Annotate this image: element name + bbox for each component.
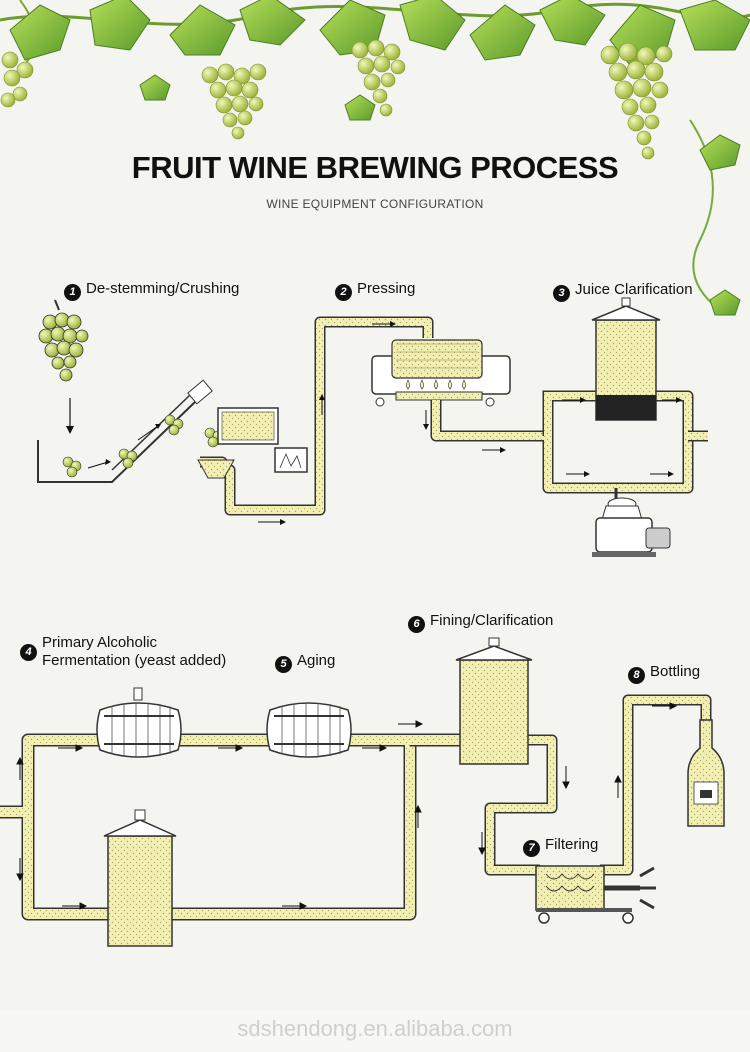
bottle-icon <box>687 719 725 827</box>
page-title: FRUIT WINE BREWING PROCESS <box>131 150 619 185</box>
barrel-icon <box>266 702 352 758</box>
grape-cluster-icon <box>38 299 89 382</box>
barrel-icon <box>96 687 182 758</box>
watermark: sdshendong.en.alibaba.com <box>237 1016 513 1041</box>
footer-band <box>0 1010 750 1052</box>
tank-icon <box>455 637 533 765</box>
crusher-conveyor <box>37 401 196 483</box>
tank-icon <box>591 297 661 421</box>
press-machine <box>371 339 511 407</box>
centrifuge-machine <box>592 488 671 557</box>
filter-machine <box>535 865 656 924</box>
step-4-label: 4 Primary Alcoholic Fermentation (yeast … <box>20 634 226 670</box>
tank-icon <box>103 809 177 947</box>
page-subtitle: WINE EQUIPMENT CONFIGURATION <box>266 197 484 211</box>
grape-vine-icon <box>0 0 750 316</box>
